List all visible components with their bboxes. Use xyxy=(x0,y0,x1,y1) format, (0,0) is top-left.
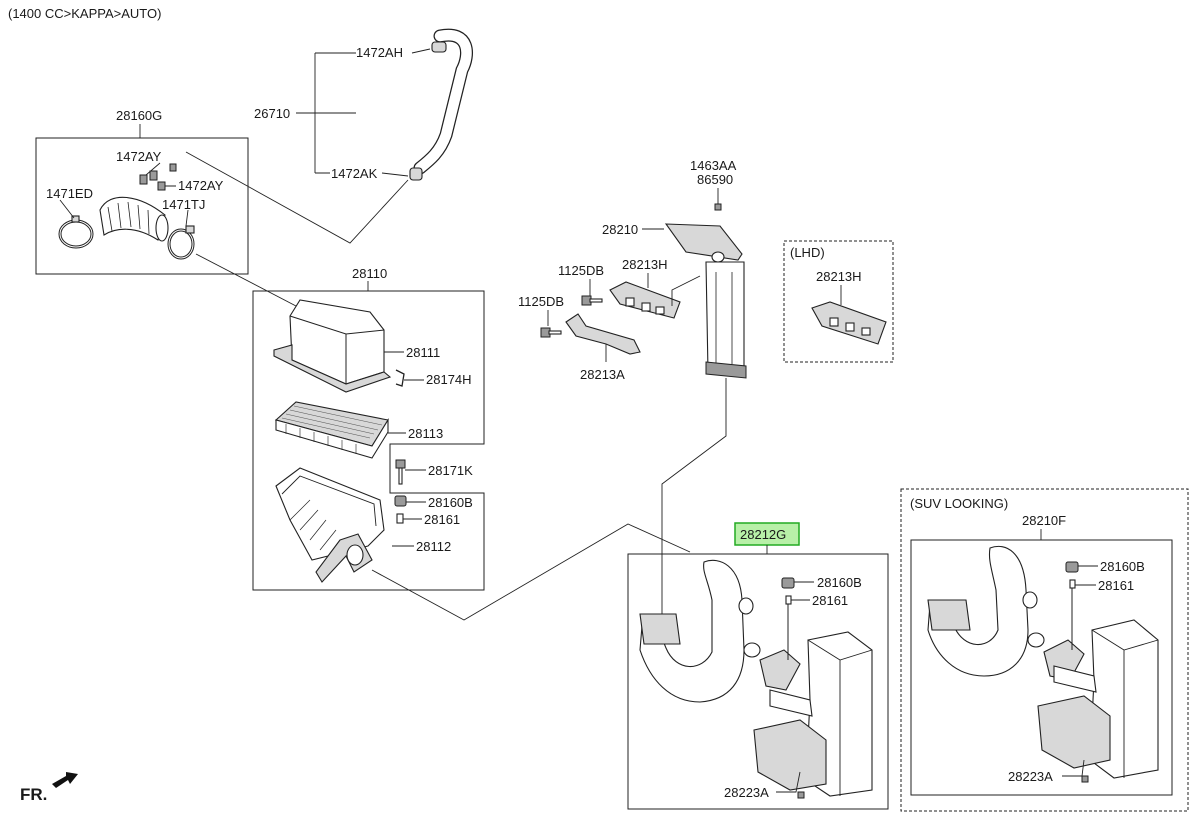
collar-28161-suv[interactable] xyxy=(1069,579,1076,650)
intake-duct-28210[interactable] xyxy=(664,223,747,379)
resonator-assembly-28212G[interactable] xyxy=(639,559,873,797)
label-1472AK: 1472AK xyxy=(331,166,378,181)
label-28213H-lhd: 28213H xyxy=(816,269,862,284)
grommet-28160B[interactable] xyxy=(394,495,407,507)
label-26710: 26710 xyxy=(254,106,290,121)
label-28111: 28111 xyxy=(406,345,440,360)
label-28113: 28113 xyxy=(408,426,443,441)
label-1472AY-b: 1472AY xyxy=(178,178,224,193)
label-28171K: 28171K xyxy=(428,463,473,478)
collar-28161[interactable] xyxy=(396,513,404,524)
label-suv-looking: (SUV LOOKING) xyxy=(910,496,1008,511)
label-1471ED: 1471ED xyxy=(46,186,93,201)
label-28210F: 28210F xyxy=(1022,513,1066,528)
air-cleaner-body-28112[interactable] xyxy=(275,467,385,583)
front-arrow-icon xyxy=(52,772,78,788)
label-1471TJ: 1471TJ xyxy=(162,197,205,212)
label-1125DB-a: 1125DB xyxy=(558,263,604,278)
label-28160B: 28160B xyxy=(428,495,473,510)
label-1472AH: 1472AH xyxy=(356,45,403,60)
label-28213A: 28213A xyxy=(580,367,625,382)
clamp-1471TJ[interactable] xyxy=(167,225,195,260)
bracket-28213H-lhd[interactable] xyxy=(811,301,887,345)
label-28223A-suv: 28223A xyxy=(1008,769,1053,784)
bracket-28213A[interactable] xyxy=(565,313,641,355)
box-28160G xyxy=(35,137,249,275)
duct-to-resonator-line xyxy=(661,378,727,614)
engine-spec-title: (1400 CC>KAPPA>AUTO) xyxy=(8,6,161,21)
label-28212G: 28212G xyxy=(740,527,786,542)
label-lhd: (LHD) xyxy=(790,245,825,260)
air-cleaner-cover-28111[interactable] xyxy=(273,299,392,393)
bolt-28171K[interactable] xyxy=(395,459,406,485)
bracket-28213H[interactable] xyxy=(609,281,681,319)
leader-28213H-duct xyxy=(671,275,701,306)
box-suv-looking xyxy=(900,488,1189,812)
collar-28161-r[interactable] xyxy=(785,595,792,660)
label-28213H: 28213H xyxy=(622,257,668,272)
grommet-28160B-suv[interactable] xyxy=(1065,561,1079,573)
hose-connection-line xyxy=(185,151,409,244)
label-28174H: 28174H xyxy=(426,372,472,387)
air-filter-28113[interactable] xyxy=(274,401,389,459)
label-1463AA: 1463AA xyxy=(690,158,737,173)
cleaner-to-duct-line xyxy=(371,523,691,621)
label-28160B-r: 28160B xyxy=(817,575,862,590)
box-28110 xyxy=(252,290,485,591)
label-28160B-suv: 28160B xyxy=(1100,559,1145,574)
clip-28223A-suv[interactable] xyxy=(1081,775,1089,783)
label-28161: 28161 xyxy=(424,512,460,527)
bolt-1125DB-b[interactable] xyxy=(540,327,562,338)
intake-hose-28160G[interactable] xyxy=(99,196,169,242)
label-28161-suv: 28161 xyxy=(1098,578,1134,593)
clip-28174H[interactable] xyxy=(395,369,405,387)
label-28110: 28110 xyxy=(352,266,387,281)
label-28210: 28210 xyxy=(602,222,638,237)
breather-leaders xyxy=(296,48,431,177)
nut-1463AA[interactable] xyxy=(714,203,722,211)
box-28212G xyxy=(627,553,889,810)
label-28160G: 28160G xyxy=(116,108,162,123)
hose-to-cleaner-line xyxy=(195,253,297,307)
label-28112: 28112 xyxy=(416,539,451,554)
clamp-1471ED[interactable] xyxy=(58,215,94,249)
label-28223A: 28223A xyxy=(724,785,769,800)
leader-28223A xyxy=(776,771,801,793)
front-direction-label: FR. xyxy=(20,785,47,804)
bolt-1125DB-a[interactable] xyxy=(581,295,603,306)
label-28161-r: 28161 xyxy=(812,593,848,608)
label-1472AY-a: 1472AY xyxy=(116,149,162,164)
grommet-28160B-r[interactable] xyxy=(781,577,795,589)
clip-28223A[interactable] xyxy=(797,791,805,799)
label-1125DB-b: 1125DB xyxy=(518,294,564,309)
breather-hose-26710[interactable] xyxy=(409,28,473,181)
box-28210F xyxy=(910,539,1173,796)
fittings-1472AY[interactable] xyxy=(139,163,177,191)
leaders-28160G-group xyxy=(59,162,189,227)
resonator-assembly-28210F[interactable] xyxy=(927,545,1159,779)
label-86590: 86590 xyxy=(697,172,733,187)
